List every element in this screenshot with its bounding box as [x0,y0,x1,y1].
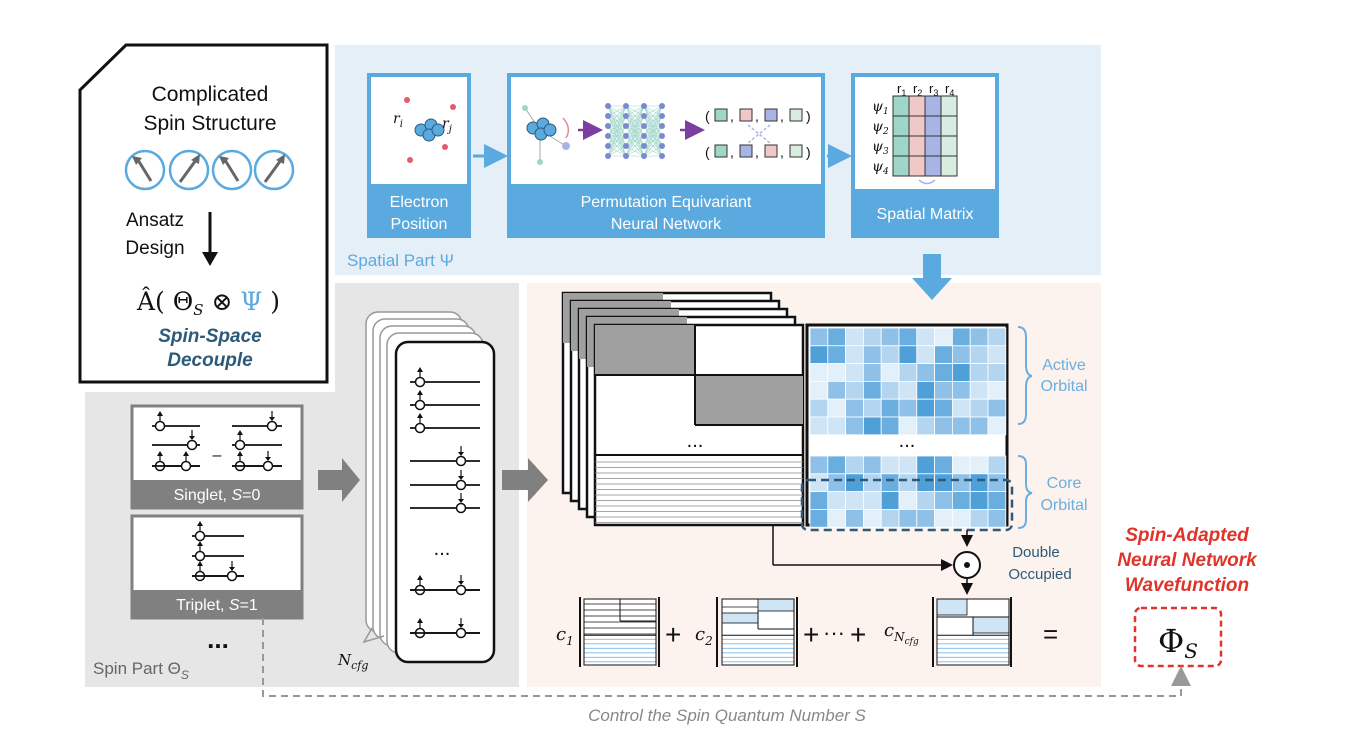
core-orbital-heatmap [809,455,1007,528]
ansatz-formula: Â( ΘS ⊗ Ψ ) [136,287,280,319]
svg-text:,: , [730,144,734,160]
electron-position-line1: Electron [390,194,449,211]
mini-determinant-3 [936,598,1010,666]
active-orbital-brace [1017,326,1033,425]
spin-circle-icon [168,149,210,191]
equals: = [1043,619,1058,649]
arrow-to-stack [318,458,360,502]
matrix-row-labels: ψ1 ψ2 ψ3 ψ4 [872,99,889,177]
svg-text:,: , [755,144,759,160]
plus-2: + [803,619,819,650]
svg-text:ψ3: ψ3 [872,139,889,157]
stack-ellipsis: ... [434,538,451,560]
network-label-line1: Permutation Equivariant [581,194,752,211]
spin-circle-icon [124,149,166,191]
svg-text:ψ2: ψ2 [872,119,889,137]
neural-network-icon [605,103,665,159]
electron-position-line2: Position [391,216,448,233]
determinant-striped-rows [595,461,803,523]
svg-text:ψ1: ψ1 [872,99,889,117]
network-label-line2: Neural Network [611,216,722,233]
svg-text:r2: r2 [913,81,922,98]
svg-text:): ) [806,144,811,160]
plus-1: + [665,619,681,650]
svg-text:(: ( [705,108,710,124]
ansatz-label-line2: Design [125,238,184,259]
triplet-orbitals-icon [192,521,244,582]
svg-text:r1: r1 [897,81,906,98]
orbital-ellipsis: ... [899,430,916,452]
svg-text:,: , [730,108,734,124]
svg-text:ψ4: ψ4 [872,159,889,177]
double-occupied-highlight [800,478,1014,532]
ansatz-arrow-head [202,252,218,266]
intro-box [78,43,329,384]
double-occupied-line1: Double [1012,544,1060,561]
input-molecule-icon [522,105,570,165]
mini-determinant-1 [583,598,657,666]
svg-text:r3: r3 [929,81,938,98]
control-dashed-arrow [262,618,1191,697]
intro-title-line1: Complicated [152,83,269,106]
svg-text:,: , [780,108,784,124]
permuted-outputs-icon: ( , , , ) ( , , , ) [705,108,811,160]
r-i-label: ri [393,111,403,130]
triplet-label: Triplet, S=1 [176,597,258,614]
control-spin-label: Control the Spin Quantum Number S [588,706,866,725]
intro-title-line2: Spin Structure [143,112,276,135]
singlet-orbitals-icon [152,411,282,472]
spatial-part-label: Spatial Part Ψ [347,251,454,270]
core-orbital-line2: Orbital [1040,497,1087,514]
arrow-down-shaft [923,254,941,280]
determinant-stack [561,291,805,527]
spin-space-decouple-line1: Spin-Space [158,326,262,347]
core-orbital-brace [1017,455,1033,529]
spin-space-decouple-line2: Decouple [167,350,253,371]
spatial-matrix-grid [892,95,958,185]
configuration-stack [362,311,496,664]
spatial-matrix-label: Spatial Matrix [877,206,974,223]
svg-text:,: , [780,144,784,160]
svg-text:,: , [755,108,759,124]
spin-circle-icon [211,149,253,191]
active-orbital-heatmap [809,327,1007,436]
stack-orbitals-icon [410,367,480,639]
molecule-icon [404,97,456,163]
spin-circle-icon [253,149,295,191]
determinant-ellipsis: ... [687,430,704,452]
svg-text:(: ( [705,144,710,160]
svg-text:r4: r4 [945,81,954,98]
output-label-line3: Wavefunction [1125,575,1249,596]
coef-c1: c1 [556,624,574,648]
coef-cn: cNcfg [884,620,919,647]
spin-part-label: Spin Part ΘS [93,659,189,682]
ansatz-label-line1: Ansatz [126,210,184,231]
singlet-label: Singlet, S=0 [174,487,261,504]
plus-3: + [850,619,866,650]
n-cfg-label: Ncfg [337,651,368,672]
wavefunction-symbol: ΦS [1158,622,1198,663]
active-orbital-line2: Orbital [1040,378,1087,395]
spin-arrows-row [124,149,295,191]
more-configs-ellipsis: ... [207,624,229,654]
mini-determinant-2 [721,598,795,666]
double-occupied-line2: Occupied [1008,566,1071,583]
svg-text:): ) [806,108,811,124]
matrix-column-labels: r1 r2 r3 r4 [897,81,954,98]
output-label-line1: Spin-Adapted [1125,525,1249,546]
linear-combination: c1 + c2 + ··· + cNcfg = [556,597,1058,667]
output-label-line2: Neural Network [1117,550,1258,571]
active-orbital-line1: Active [1042,357,1086,374]
core-orbital-line1: Core [1047,475,1082,492]
r-j-label: rj [442,116,452,135]
arrow-to-determinant [502,458,548,502]
dots: ··· [823,620,845,645]
coef-c2: c2 [695,624,713,648]
singlet-minus: – [213,447,222,464]
arrow-down-head [912,278,952,300]
